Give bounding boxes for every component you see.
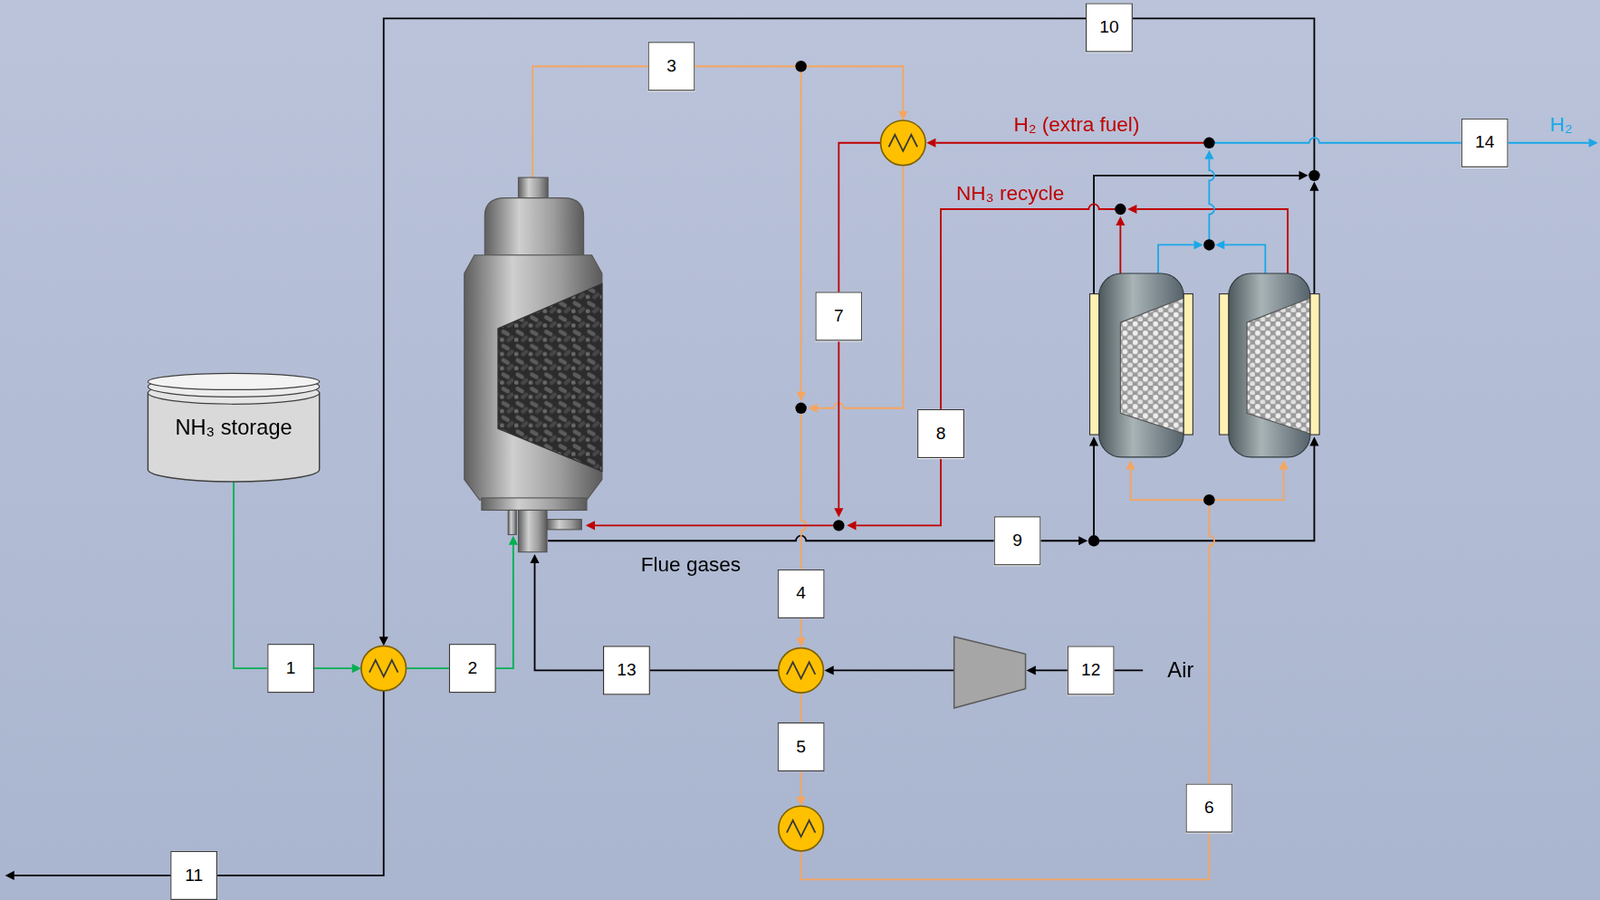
flow-line [233, 481, 268, 669]
product-gas-line [532, 66, 1284, 880]
junction-dot [1203, 239, 1215, 250]
stream-number: 2 [449, 643, 497, 693]
node-text: 7 [833, 306, 844, 326]
exchanger-coil [786, 820, 816, 837]
heating-jacket [1090, 294, 1100, 436]
reactor-body [464, 255, 603, 500]
stream-number: 4 [777, 569, 825, 619]
node-text: 1 [286, 658, 297, 679]
node-text: NH₃ storage [174, 415, 292, 441]
node-text: 12 [1081, 660, 1101, 681]
stream-label: NH₃ recycle [956, 181, 1064, 205]
adsorber-vessel [1099, 273, 1185, 458]
exchanger-coils [369, 134, 918, 837]
exchanger-coil [786, 661, 816, 679]
stream-label: Air [1167, 658, 1194, 683]
stream-label: H₂ [1550, 113, 1573, 137]
reactor-nozzle [517, 177, 548, 201]
stream-label: Flue gases [641, 552, 741, 576]
arrowhead [1193, 138, 1598, 250]
exchanger-coil [889, 134, 919, 152]
node-text: 11 [184, 865, 203, 886]
junction-dot [1308, 170, 1320, 182]
flue-gas-line [12, 18, 1315, 876]
junction-dot [795, 60, 806, 72]
tank-lid [147, 373, 319, 390]
node-text: 3 [666, 56, 677, 77]
node-text: 13 [616, 660, 636, 681]
air-compressor [954, 636, 1026, 709]
stream-number: 10 [1085, 2, 1133, 52]
reactor-inlet [507, 509, 517, 535]
storage-tank: NH₃ storage [147, 372, 319, 482]
junction-dots [795, 60, 1320, 547]
node-text: 14 [1475, 133, 1495, 154]
heat-exchangers [361, 120, 926, 852]
arrowhead [796, 111, 1289, 806]
node-text: 10 [1099, 17, 1119, 38]
junction-dot [1203, 137, 1215, 149]
adsorber-vessel [1228, 273, 1311, 458]
stream-number: 7 [814, 291, 863, 341]
junction-dot [1114, 203, 1126, 215]
stream-number: 11 [170, 851, 218, 900]
stream-number: 13 [603, 645, 651, 695]
reactor-base [481, 498, 587, 511]
node-text: 8 [936, 423, 947, 444]
heat-exchanger [778, 805, 824, 852]
stream-number: 6 [1185, 783, 1233, 833]
heating-jacket [1183, 294, 1193, 436]
junction-dot [1088, 535, 1100, 547]
reactor-dome [484, 198, 584, 256]
stream-number: 8 [917, 409, 965, 459]
heating-jacket [1310, 294, 1320, 436]
stream-number: 12 [1067, 645, 1115, 695]
node-text: 9 [1012, 530, 1023, 551]
heating-jacket [1219, 294, 1229, 436]
node-text: 6 [1204, 797, 1215, 818]
stream-label: H₂ (extra fuel) [1013, 113, 1140, 137]
fuel-line [594, 143, 1288, 527]
stream-number: 9 [994, 516, 1042, 566]
stream-number: 14 [1461, 118, 1509, 168]
arrowhead [585, 138, 1138, 531]
stream-number: 1 [267, 643, 315, 693]
node-text: 2 [467, 658, 478, 679]
tank-body [147, 392, 319, 482]
junction-dot [795, 402, 806, 414]
reactor-side-nozzle [546, 519, 582, 530]
heat-exchanger [881, 120, 927, 166]
stream-number: 3 [648, 41, 696, 91]
node-text: 5 [795, 737, 806, 757]
heat-exchanger [361, 645, 407, 691]
hydrogen-line [1158, 137, 1590, 286]
reactor-outlet [517, 509, 547, 552]
adsorbent-bed [1120, 297, 1184, 434]
adsorbent-bed [1246, 297, 1311, 434]
catalyst-bed [498, 283, 603, 471]
heat-exchanger [778, 648, 824, 694]
junction-dot [1203, 494, 1215, 506]
exchanger-coil [369, 660, 399, 677]
node-text: 4 [795, 584, 806, 604]
junction-dot [833, 519, 844, 531]
stream-number: 5 [777, 722, 825, 772]
